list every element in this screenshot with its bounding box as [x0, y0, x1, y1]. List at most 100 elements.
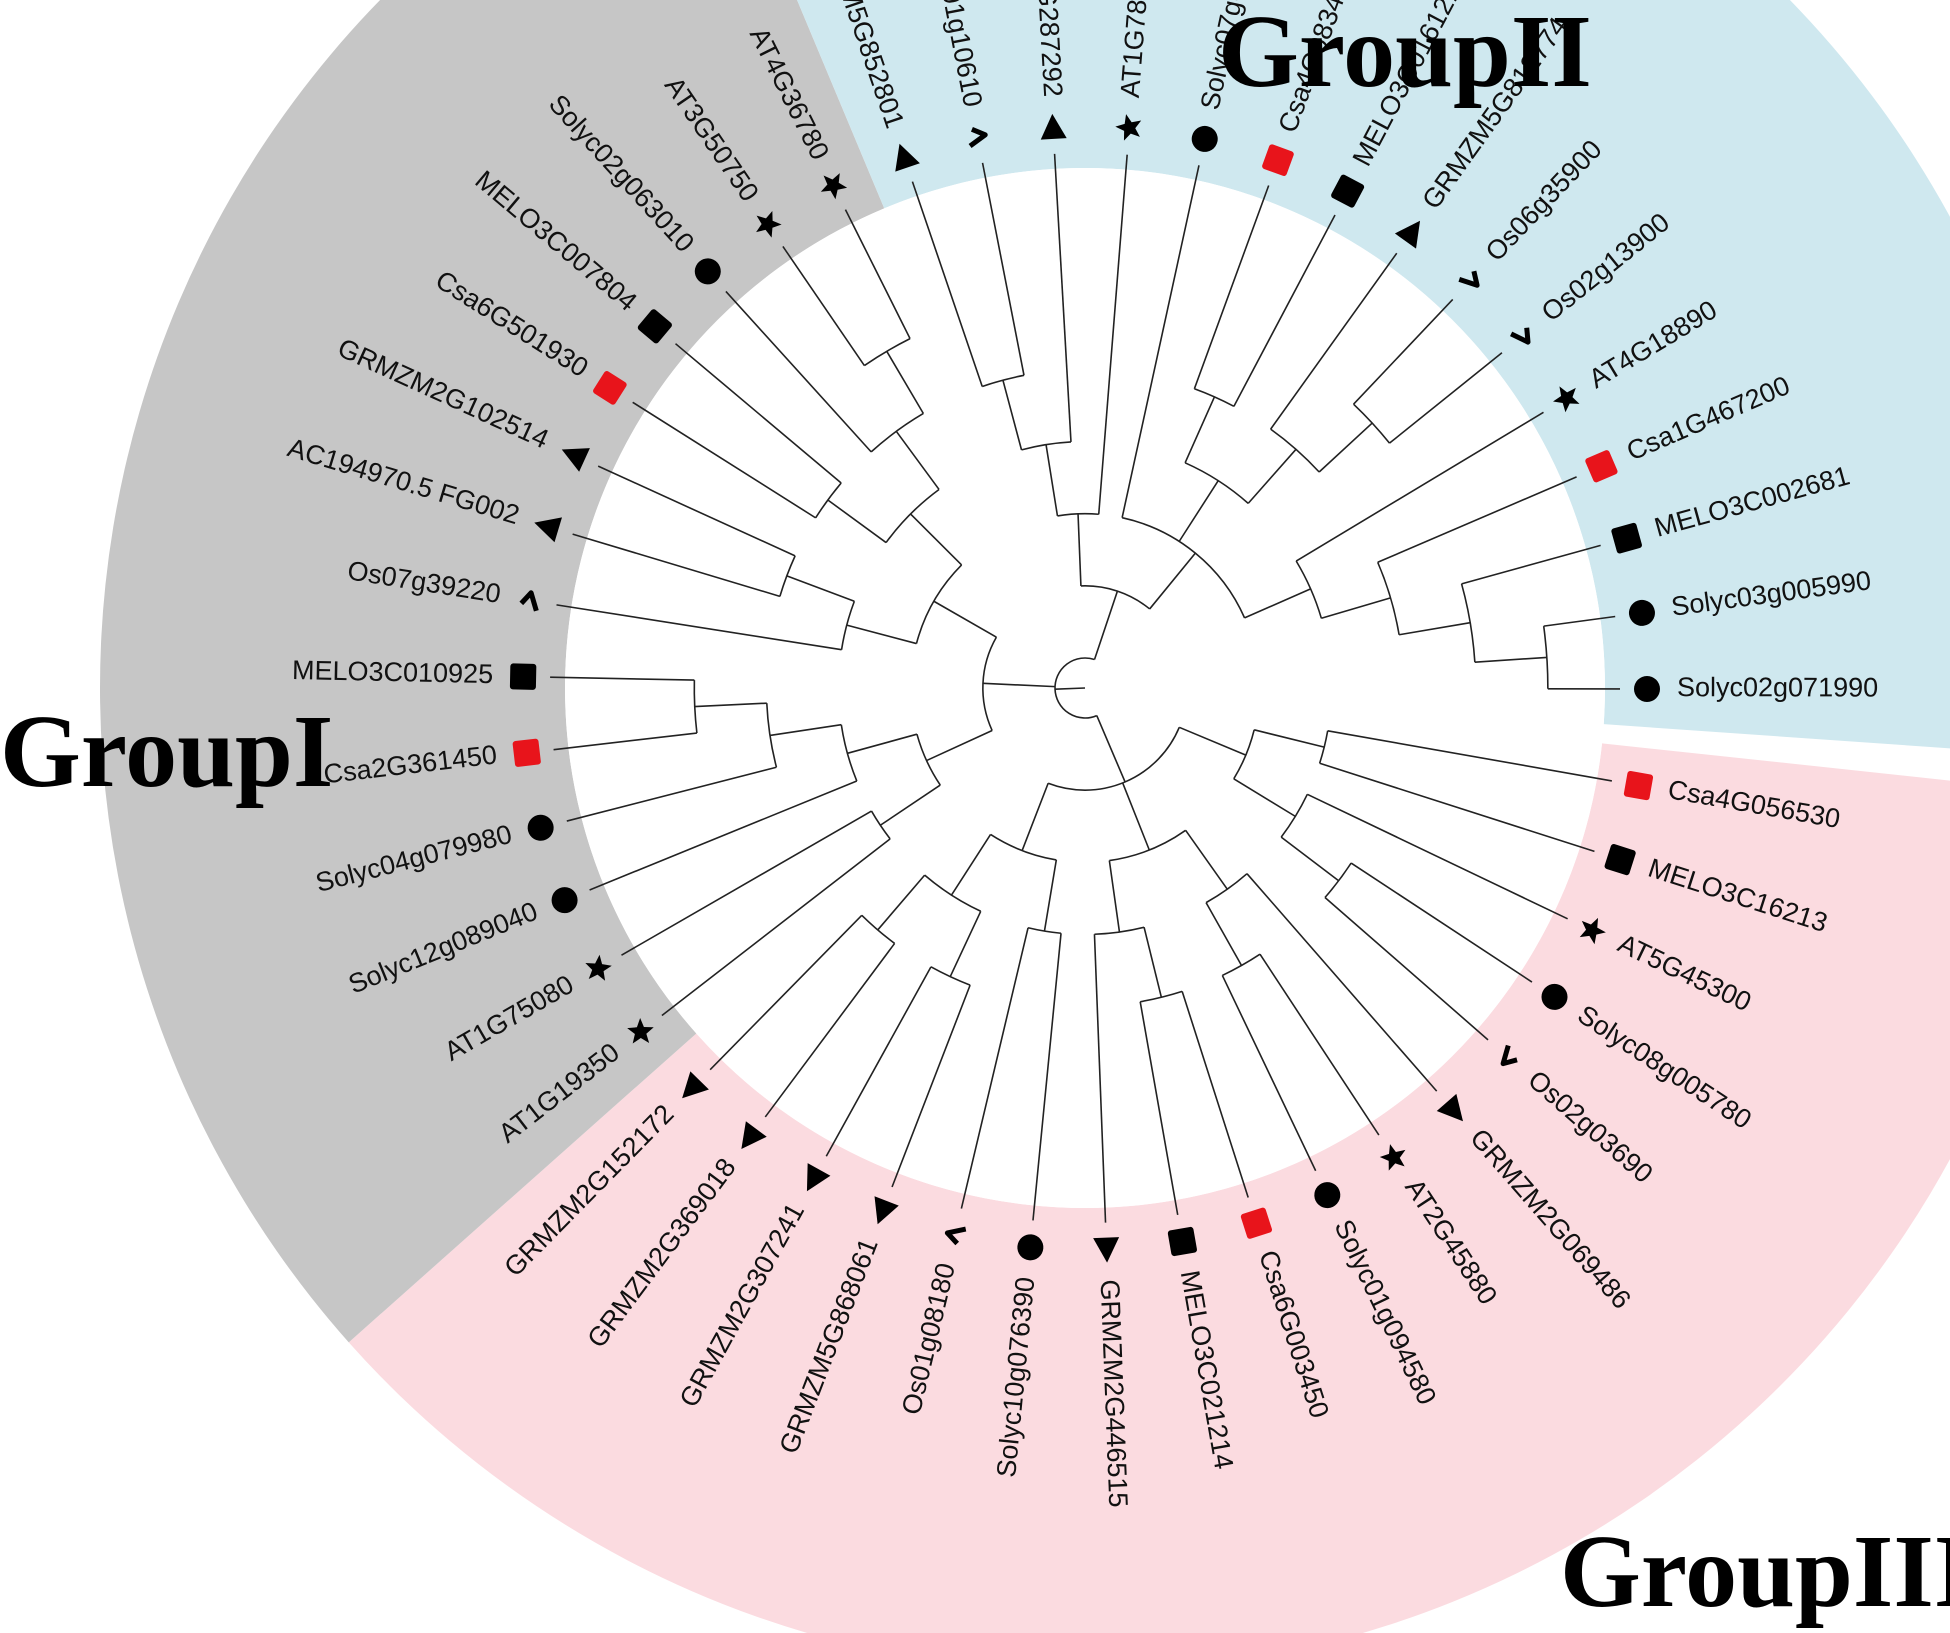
branch-radial: [960, 927, 1029, 1209]
marker-triangle-icon: [874, 1196, 899, 1225]
branch-radial: [661, 838, 891, 1017]
branch-arc: [863, 337, 911, 367]
branch-arc: [840, 600, 856, 650]
marker-circle-icon: [1314, 1182, 1341, 1209]
branch-radial: [1178, 480, 1219, 542]
marker-circle-icon: [1628, 599, 1655, 626]
marker-square-red-icon: [1623, 771, 1654, 801]
marker-star-icon: [627, 1018, 654, 1044]
branch-radial: [949, 910, 982, 977]
branch-radial: [1350, 862, 1533, 983]
branch-radial: [1097, 154, 1128, 515]
marker-star-icon: [820, 173, 848, 200]
branch-radial: [926, 729, 993, 762]
branch-radial: [886, 350, 925, 414]
marker-triangle-icon: [534, 517, 562, 543]
branch-arc: [1542, 626, 1549, 689]
branch-radial: [911, 181, 983, 387]
branch-radial: [782, 246, 866, 366]
sector-g2: [797, 0, 1950, 749]
marker-check-icon: [1500, 1044, 1518, 1067]
root-stub: [1054, 687, 1086, 691]
branch-radial: [1093, 590, 1119, 660]
branch-radial: [933, 600, 997, 638]
branch-radial: [1259, 953, 1380, 1136]
branch-radial: [1233, 778, 1296, 818]
branch-radial: [675, 343, 842, 484]
branch-radial: [1474, 656, 1547, 663]
branch-arc: [1222, 953, 1261, 977]
branch-radial: [981, 162, 1025, 376]
branch-radial: [1324, 896, 1489, 1041]
marker-triangle-icon: [1040, 113, 1067, 140]
branch-radial: [597, 465, 796, 557]
branch-radial: [572, 533, 781, 598]
branch-radial: [621, 810, 872, 956]
branch-arc: [1109, 829, 1187, 862]
branch-arc: [1057, 512, 1099, 517]
branch-radial: [891, 984, 971, 1188]
branch-radial: [825, 966, 932, 1157]
marker-triangle-icon: [1093, 1237, 1120, 1263]
branch-radial: [1246, 873, 1438, 1092]
marker-triangle-icon: [895, 143, 920, 172]
branch-radial: [1021, 782, 1049, 851]
branch-radial: [1377, 476, 1577, 564]
branch-radial: [1327, 730, 1613, 782]
branch-arc: [1054, 657, 1098, 719]
group-title-2: GroupII: [1218, 0, 1592, 109]
marker-triangle-icon: [1436, 1093, 1463, 1122]
marker-circle-icon: [1541, 983, 1568, 1010]
branch-radial: [1077, 513, 1082, 586]
branch-radial: [786, 575, 855, 603]
branch-radial: [769, 723, 842, 737]
branch-radial: [1032, 933, 1062, 1221]
branch-radial: [1184, 396, 1216, 464]
marker-star-icon: [756, 211, 782, 238]
branch-radial: [1096, 715, 1126, 783]
branch-radial: [1178, 726, 1247, 756]
branch-radial: [1149, 552, 1196, 610]
branch-radial: [556, 604, 842, 651]
branch-radial: [1306, 793, 1568, 920]
marker-circle-icon: [1633, 675, 1660, 702]
marker-star-icon: [1579, 917, 1606, 945]
branch-radial: [1093, 934, 1107, 1223]
branch-radial: [1121, 782, 1151, 851]
marker-star-icon: [1553, 386, 1580, 413]
marker-square-red-icon: [593, 371, 627, 405]
sector-g1: [100, 0, 885, 1343]
branch-radial: [1253, 729, 1325, 748]
branch-radial: [553, 732, 697, 751]
marker-square-black-icon: [1167, 1226, 1197, 1257]
branch-arc: [982, 636, 998, 731]
marker-check-icon: [944, 1226, 967, 1246]
group-title-3: GroupIII: [1560, 1514, 1950, 1629]
marker-star-icon: [1115, 114, 1142, 141]
marker-triangle-icon: [1394, 220, 1421, 249]
marker-triangle-icon: [806, 1163, 831, 1192]
branch-radial: [709, 914, 863, 1071]
branch-radial: [566, 766, 777, 822]
branch-radial: [1045, 444, 1059, 517]
branch-radial: [1221, 975, 1317, 1172]
branch-radial: [1193, 185, 1270, 390]
branch-arc: [924, 874, 982, 913]
branch-radial: [844, 209, 911, 339]
branch-radial: [1184, 829, 1228, 890]
marker-circle-icon: [527, 814, 554, 841]
marker-square-black-icon: [637, 309, 672, 344]
branch-radial: [1280, 836, 1340, 882]
branch-radial: [1233, 214, 1336, 407]
branch-radial: [895, 430, 940, 490]
branch-radial: [1295, 411, 1544, 562]
marker-circle-icon: [1191, 125, 1218, 152]
marker-check-icon: [1510, 327, 1531, 345]
group-title-1: GroupI: [0, 694, 334, 809]
branch-radial: [1244, 588, 1311, 619]
marker-square-black-icon: [1331, 174, 1365, 208]
marker-square-black-icon: [509, 663, 537, 690]
branch-radial: [1143, 927, 1163, 998]
marker-triangle-icon: [561, 448, 590, 472]
